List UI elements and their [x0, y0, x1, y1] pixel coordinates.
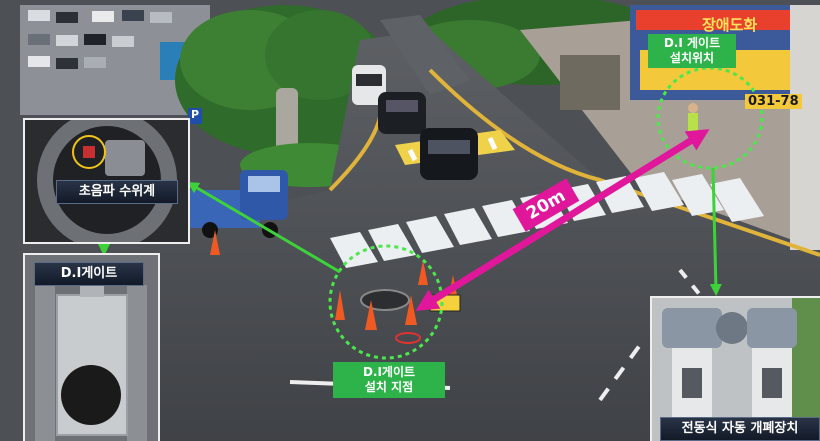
parked-cars: [28, 10, 172, 69]
blue-truck: [190, 170, 288, 238]
gate-location-circle: [656, 66, 764, 170]
car-black-sedan-1: [378, 92, 426, 134]
inset-di-gate: [23, 253, 160, 441]
arrow-to-opener: [709, 167, 722, 296]
label-gate-location-line2: 설치위치: [669, 51, 715, 65]
car-black-sedan-2: [420, 128, 478, 180]
label-gate-point-line2: 설치 지점: [364, 380, 414, 394]
car-white-suv: [352, 65, 386, 105]
arrow-to-gauge: [186, 181, 341, 274]
label-gate-point-line1: D.I게이트: [362, 365, 416, 379]
label-electric-opener: 전동식 자동 개폐장치: [660, 417, 820, 441]
store-phone: 031-78: [745, 94, 802, 109]
label-gate-point: D.I게이트 설치 지점: [333, 362, 445, 398]
label-gate-location: D.I 게이트 설치위치: [648, 34, 736, 68]
parking-sign: P: [188, 108, 202, 124]
stone-monument: [276, 88, 298, 156]
distance-arrow: [415, 129, 710, 311]
notice-boards: [560, 55, 620, 110]
manhole: [360, 289, 410, 311]
label-ultrasonic-gauge: 초음파 수위계: [56, 180, 178, 204]
worker: [688, 103, 698, 113]
label-di-gate: D.I게이트: [34, 262, 144, 286]
billboard-text: 장애도화: [702, 16, 758, 34]
label-gate-location-line1: D.I 게이트: [663, 36, 721, 50]
